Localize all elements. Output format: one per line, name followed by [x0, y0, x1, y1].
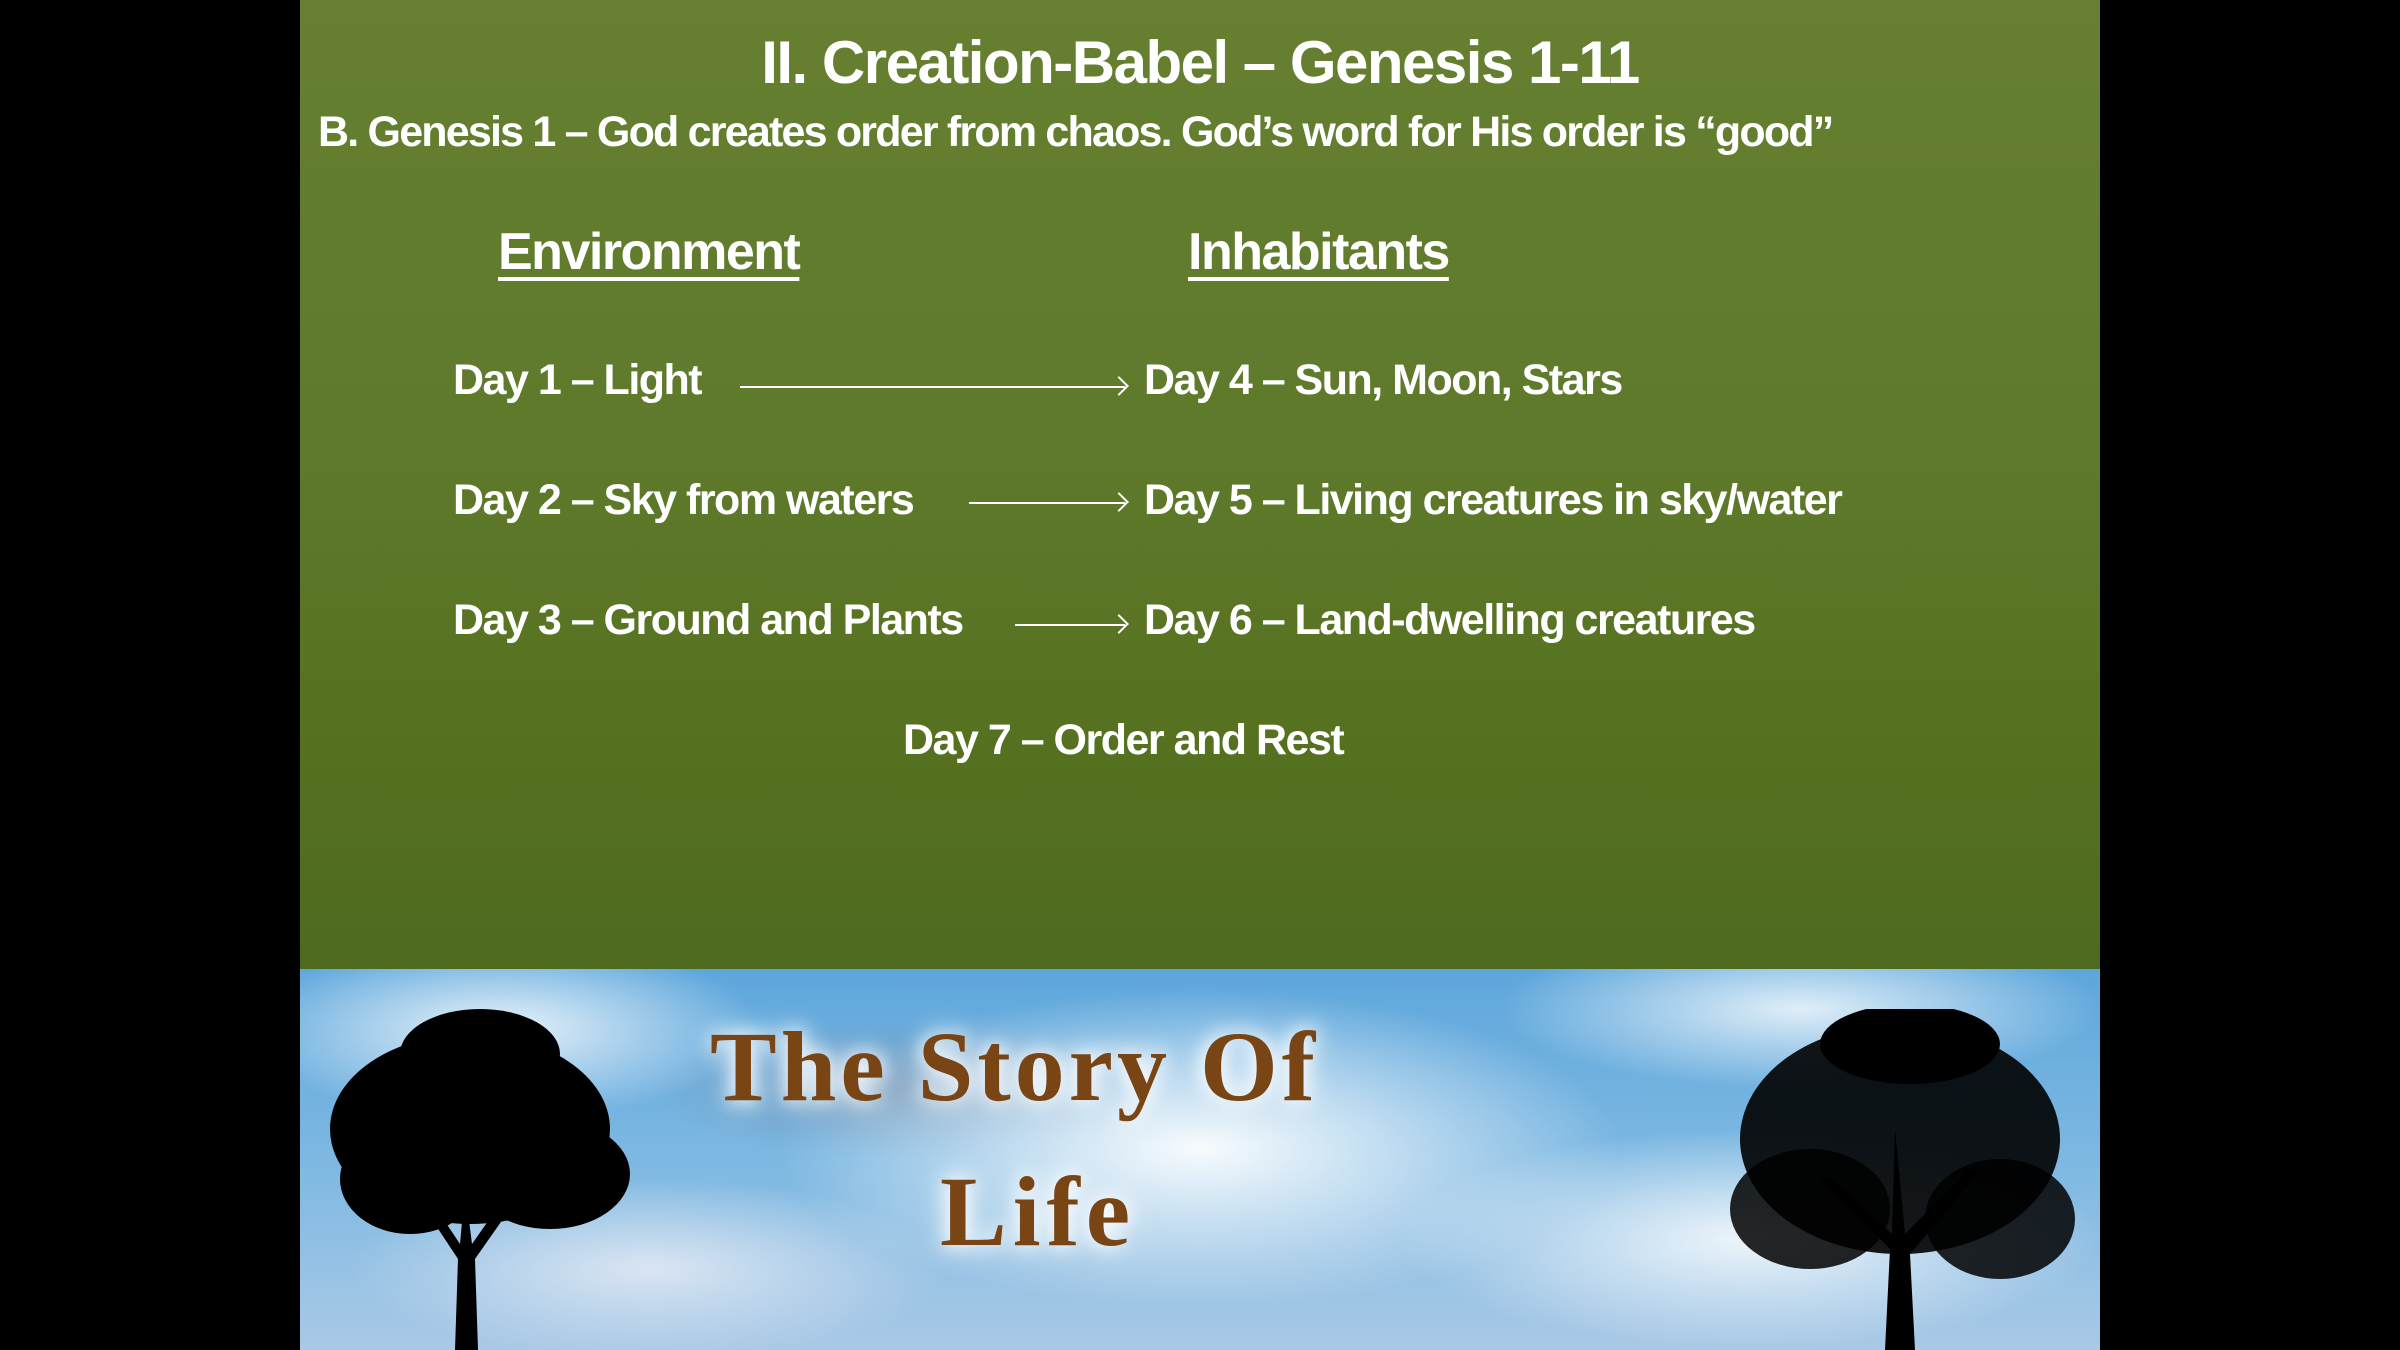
day-4-label: Day 4 – Sun, Moon, Stars — [1144, 356, 1623, 404]
day-7-label: Day 7 – Order and Rest — [903, 716, 1345, 764]
story-of-life-banner: The Story Of Life — [300, 969, 2100, 1350]
day-3-label: Day 3 – Ground and Plants — [453, 596, 964, 644]
left-tree-icon — [330, 1009, 630, 1350]
day-1-label: Day 1 – Light — [453, 356, 703, 404]
right-tree-icon — [1730, 1009, 2075, 1350]
slide-subtitle: B. Genesis 1 – God creates order from ch… — [318, 108, 1834, 156]
arrow-icon — [1015, 624, 1125, 626]
presentation-slide: II. Creation-Babel – Genesis 1-11 B. Gen… — [300, 0, 2100, 1350]
day-2-label: Day 2 – Sky from waters — [453, 476, 915, 524]
inhabitants-heading: Inhabitants — [1188, 223, 1450, 281]
day-5-label: Day 5 – Living creatures in sky/water — [1144, 476, 1843, 524]
arrow-icon — [740, 386, 1125, 388]
slide-title: II. Creation-Babel – Genesis 1-11 — [761, 29, 1640, 96]
environment-heading: Environment — [498, 223, 801, 281]
slide-content-area: II. Creation-Babel – Genesis 1-11 B. Gen… — [300, 0, 2100, 969]
day-6-label: Day 6 – Land-dwelling creatures — [1144, 596, 1756, 644]
arrow-icon — [969, 502, 1125, 504]
logo-line-1: The Story Of — [710, 1011, 1320, 1122]
logo-line-2: Life — [940, 1156, 1137, 1267]
